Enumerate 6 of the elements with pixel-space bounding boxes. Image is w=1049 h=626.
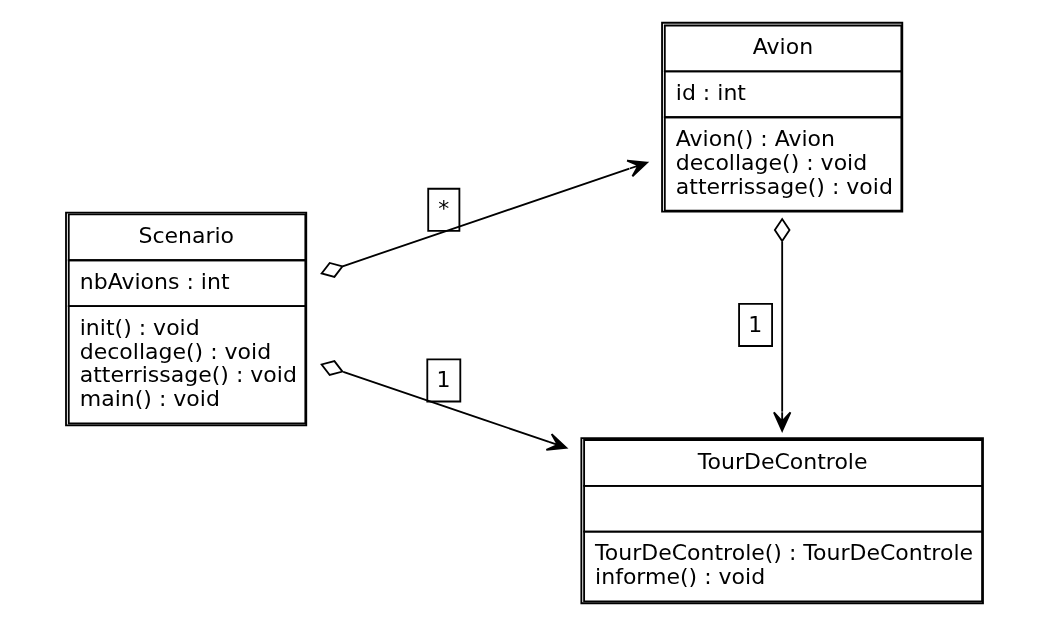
edge-label: 1	[748, 311, 763, 337]
arrow	[320, 360, 568, 451]
arrow	[320, 159, 649, 278]
edge-label: *	[438, 196, 450, 222]
edge-label: 1	[436, 367, 451, 392]
arrow	[773, 217, 792, 432]
